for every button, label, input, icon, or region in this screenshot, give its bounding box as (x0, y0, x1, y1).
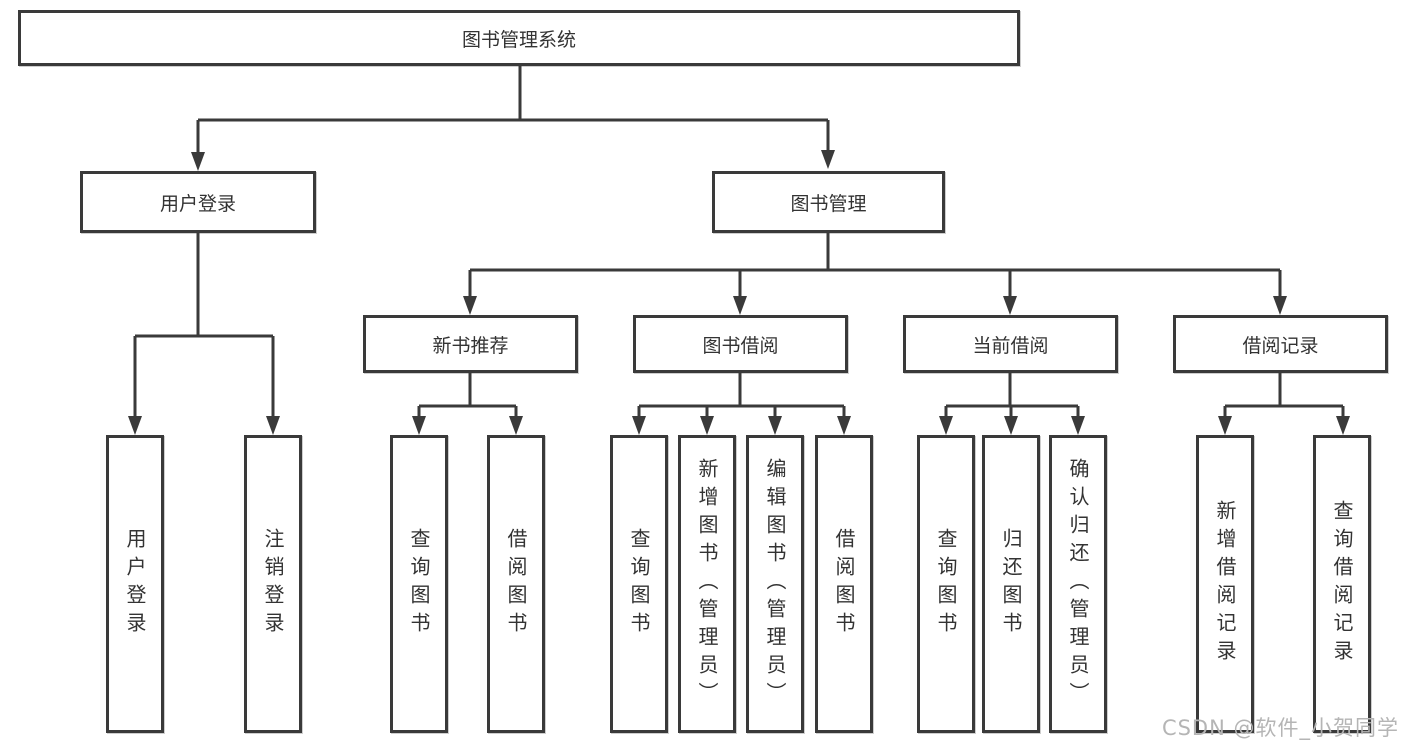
leaf-borrow-borrow-books: 借阅图书 (815, 435, 873, 733)
node-label: 查询借阅记录 (1330, 500, 1354, 668)
leaf-borrow-add-books-admin: 新增图书（管理员） (678, 435, 736, 733)
node-label: 查询图书 (934, 528, 958, 640)
node-book-management: 图书管理 (712, 171, 945, 233)
node-user-login: 用户登录 (80, 171, 316, 233)
node-label: 图书管理系统 (461, 28, 576, 51)
node-new-book-recommend: 新书推荐 (363, 315, 578, 373)
node-label: 归还图书 (999, 528, 1023, 640)
leaf-newbook-borrow-books: 借阅图书 (487, 435, 545, 733)
node-current-borrow: 当前借阅 (903, 315, 1118, 373)
node-root: 图书管理系统 (18, 10, 1020, 66)
leaf-newbook-query-books: 查询图书 (390, 435, 448, 733)
node-label: 借阅记录 (1242, 334, 1319, 357)
node-label: 用户登录 (159, 192, 236, 215)
node-label: 借阅图书 (832, 528, 856, 640)
node-label: 图书借阅 (702, 334, 779, 357)
node-book-borrow: 图书借阅 (633, 315, 848, 373)
node-label: 编辑图书（管理员） (763, 458, 787, 710)
node-label: 查询图书 (407, 528, 431, 640)
node-borrow-records: 借阅记录 (1173, 315, 1388, 373)
node-label: 图书管理 (790, 192, 867, 215)
node-label: 注销登录 (261, 528, 285, 640)
node-label: 确认归还（管理员） (1066, 458, 1090, 710)
leaf-borrow-query-books: 查询图书 (610, 435, 668, 733)
leaf-current-confirm-return-admin: 确认归还（管理员） (1049, 435, 1107, 733)
node-label: 查询图书 (627, 528, 651, 640)
node-label: 新增借阅记录 (1213, 500, 1237, 668)
node-label: 新增图书（管理员） (695, 458, 719, 710)
node-label: 新书推荐 (432, 334, 509, 357)
leaf-records-add-record: 新增借阅记录 (1196, 435, 1254, 733)
node-label: 借阅图书 (504, 528, 528, 640)
node-label: 当前借阅 (972, 334, 1049, 357)
watermark: CSDN @软件_小贺同学 (1161, 716, 1399, 740)
leaf-records-query-record: 查询借阅记录 (1313, 435, 1371, 733)
leaf-current-query-books: 查询图书 (917, 435, 975, 733)
leaf-current-return-books: 归还图书 (982, 435, 1040, 733)
leaf-logout: 注销登录 (244, 435, 302, 733)
leaf-user-login: 用户登录 (106, 435, 164, 733)
node-label: 用户登录 (123, 528, 147, 640)
leaf-borrow-edit-books-admin: 编辑图书（管理员） (746, 435, 804, 733)
